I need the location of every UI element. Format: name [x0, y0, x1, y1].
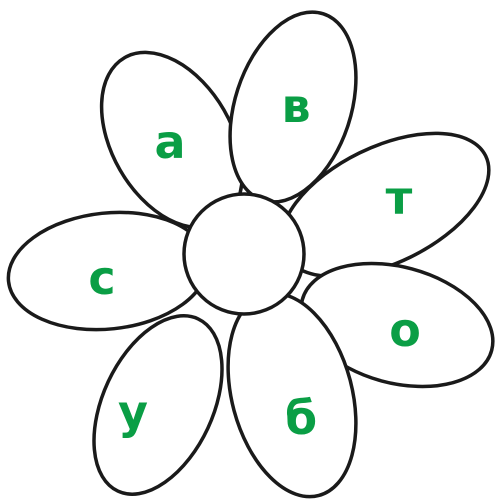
petal-letter-top: в [281, 79, 310, 133]
petal-letter-top-left: а [154, 115, 185, 169]
petal-letter-right-lower: о [389, 303, 421, 357]
petal-letter-left: с [88, 251, 115, 305]
petal-letter-bottom: б [285, 391, 317, 445]
petal-letter-bottom-left: у [118, 385, 148, 439]
flower-center [184, 194, 304, 314]
petal-letter-right-upper: т [386, 171, 413, 225]
